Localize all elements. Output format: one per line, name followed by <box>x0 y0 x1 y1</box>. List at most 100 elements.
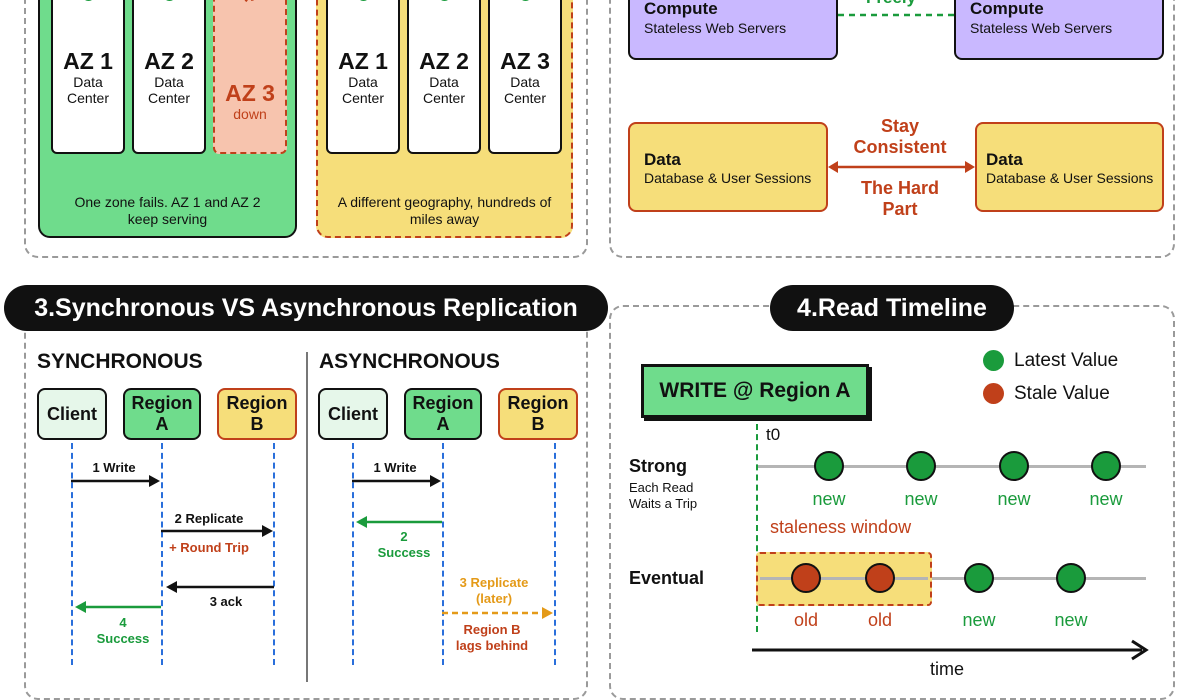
step-write-label: 1 Write <box>373 460 417 475</box>
data-center-az3: AZ 3 Data Center <box>488 0 562 154</box>
consistency-double-arrow <box>828 161 975 173</box>
strong-label: Strong <box>629 456 687 476</box>
section-title-read-timeline: 4.Read Timeline <box>770 285 1014 331</box>
read-point-label: new <box>1089 489 1123 509</box>
card-title: Compute <box>970 0 1044 18</box>
time-axis-arrow <box>752 639 1149 661</box>
status-dot-healthy <box>162 0 176 1</box>
sync-heading: SYNCHRONOUS <box>37 350 203 373</box>
failure-x-icon: ✘ <box>215 0 285 7</box>
replicate-later-arrow <box>442 607 553 619</box>
hard-part-label: The Hard Part <box>860 178 939 219</box>
legend-latest-label: Latest Value <box>1014 350 1119 371</box>
data-card-left: Data Database & User Sessions <box>628 122 828 212</box>
check-shield-icon <box>1114 0 1154 10</box>
az-label: AZ 2 <box>144 48 194 74</box>
replicate-arrow <box>161 525 273 537</box>
status-dot-healthy <box>356 0 370 1</box>
round-trip-label: + Round Trip <box>169 540 249 555</box>
card-title: Compute <box>644 0 718 18</box>
card-subtitle: Database & User Sessions <box>986 170 1154 186</box>
read-point-label: new <box>1054 610 1088 630</box>
read-point-new <box>1091 451 1121 481</box>
dc-sublabel: Data Center <box>147 74 191 106</box>
check-shield-icon <box>788 0 828 10</box>
data-center-az1: AZ 1 Data Center <box>51 0 125 154</box>
region-a-box: Region A <box>123 388 201 440</box>
dc-sublabel: Data Center <box>341 74 385 106</box>
az-label: AZ 3 <box>225 80 275 106</box>
lag-label: Region B lags behind <box>455 622 529 653</box>
legend-stale-label: Stale Value <box>1014 383 1110 404</box>
compute-link-line <box>838 13 954 17</box>
data-center-az1: AZ 1 Data Center <box>326 0 400 154</box>
step-write-label: 1 Write <box>92 460 136 475</box>
data-center-az2: AZ 2 Data Center <box>132 0 206 154</box>
region-b-box: Region B <box>498 388 578 440</box>
data-center-az3-down: ✘ AZ 3 down <box>213 0 287 154</box>
write-region-box: WRITE @ Region A <box>641 364 869 418</box>
read-point-new <box>906 451 936 481</box>
write-arrow <box>352 475 441 487</box>
read-point-new <box>964 563 994 593</box>
read-point-new <box>814 451 844 481</box>
staleness-window-label: staleness window <box>770 517 912 537</box>
client-box: Client <box>318 388 388 440</box>
region-b-box: Region B <box>217 388 297 440</box>
dc-sublabel: Data Center <box>503 74 547 106</box>
client-lifeline <box>352 443 354 665</box>
region-a-lifeline <box>442 443 444 665</box>
strong-sublabel: Each Read Waits a Trip <box>629 480 698 511</box>
data-center-az2: AZ 2 Data Center <box>407 0 481 154</box>
stateless-vs-data-panel <box>609 0 1175 258</box>
read-point-new <box>1056 563 1086 593</box>
data-card-right: Data Database & User Sessions <box>975 122 1164 212</box>
status-dot-healthy <box>518 0 532 1</box>
region-zone-group-secondary: AZ 1 Data Center AZ 2 Data Center AZ 3 D… <box>316 0 573 238</box>
compute-link-label: Freely <box>866 0 916 8</box>
region-a-lifeline <box>161 443 163 665</box>
success-arrow <box>356 516 442 528</box>
sync-async-divider <box>306 352 308 682</box>
dc-sublabel: Data Center <box>422 74 466 106</box>
eventual-timeline <box>932 577 1146 580</box>
dc-sublabel: down <box>233 106 267 122</box>
step-success-label: 4 Success <box>96 615 150 646</box>
success-arrow <box>75 601 161 613</box>
availability-zones-panel <box>24 0 588 258</box>
az-label: AZ 1 <box>338 48 388 74</box>
read-point-label: new <box>812 489 846 509</box>
legend-stale-dot <box>983 383 1004 404</box>
step-ack-label: 3 ack <box>209 594 243 609</box>
ack-arrow <box>166 581 274 593</box>
step-replicate-label: 2 Replicate <box>174 511 244 526</box>
az-label: AZ 3 <box>500 48 550 74</box>
write-arrow <box>71 475 160 487</box>
region-zone-group-primary: AZ 1 Data Center AZ 2 Data Center ✘ AZ 3… <box>38 0 297 238</box>
async-heading: ASYNCHRONOUS <box>319 350 500 373</box>
read-point-old <box>791 563 821 593</box>
az-label: AZ 1 <box>63 48 113 74</box>
card-title: Data <box>986 150 1023 169</box>
strong-timeline <box>758 465 1146 468</box>
zone-caption: One zone fails. AZ 1 and AZ 2 keep servi… <box>74 194 261 227</box>
compute-card-left: Compute Stateless Web Servers <box>628 0 838 60</box>
t0-label: t0 <box>766 425 781 444</box>
step-replicate-later-label: 3 Replicate (later) <box>459 575 529 606</box>
step-success-label: 2 Success <box>377 529 431 560</box>
read-point-label: old <box>793 610 819 630</box>
az-label: AZ 2 <box>419 48 469 74</box>
card-subtitle: Stateless Web Servers <box>970 20 1113 36</box>
client-lifeline <box>71 443 73 665</box>
region-b-lifeline <box>273 443 275 665</box>
read-point-label: new <box>904 489 938 509</box>
read-point-new <box>999 451 1029 481</box>
stay-consistent-label: Stay Consistent <box>853 116 947 157</box>
card-subtitle: Stateless Web Servers <box>644 20 787 36</box>
eventual-timeline-stale <box>760 577 928 580</box>
zone-caption: A different geography, hundreds of miles… <box>337 194 552 227</box>
legend-latest-dot <box>983 350 1004 371</box>
time-axis-label: time <box>930 659 965 679</box>
compute-card-right: Compute Stateless Web Servers <box>954 0 1164 60</box>
region-a-box: Region A <box>404 388 482 440</box>
